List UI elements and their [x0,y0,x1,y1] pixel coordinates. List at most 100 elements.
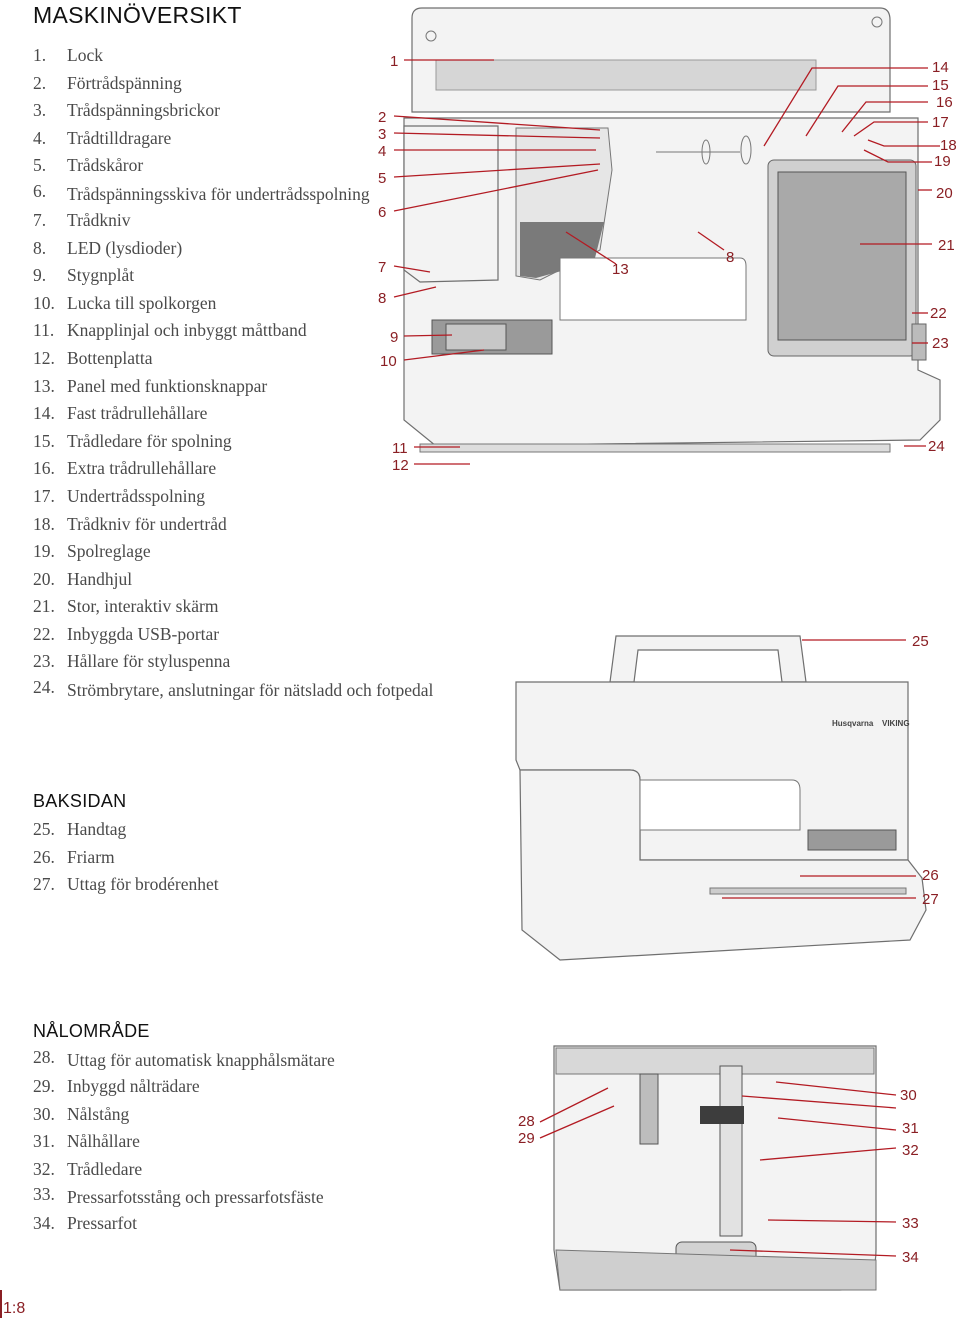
machine-head [403,125,499,283]
list-item: 31.Nålhållare [33,1128,335,1156]
callout-28: 28 [518,1113,535,1130]
list-item-text: Lucka till spolkorgen [67,292,217,313]
callout-3: 3 [378,126,386,143]
needle-list: 28.Uttag för automatisk knapphålsmätare 2… [33,1046,335,1238]
callout-20: 20 [936,185,953,202]
front-view-machine [403,7,941,453]
list-item: 27.Uttag för brodérenhet [33,871,219,899]
list-item-number: 30. [33,1103,55,1124]
list-item-text: Friarm [67,846,115,867]
list-item: 5. Trådskåror [33,152,433,180]
list-item: 13.Panel med funktionsknappar [33,373,433,401]
embroidery-port [709,887,907,895]
list-item-text: Trådspänningsbrickor [67,100,220,121]
list-item-text: Nålhållare [67,1131,140,1152]
needle-bar [719,1065,743,1237]
list-item-text: Lock [67,45,103,65]
list-item: 23. Hållare för styluspenna [33,648,433,676]
callout-4: 4 [378,143,386,160]
callout-33: 33 [902,1215,919,1232]
list-item-text: Fast trådrullehållare [67,403,208,424]
list-item-text: Strömbrytare, anslutningar för nätsladd … [67,680,434,701]
list-item-number: 22. [33,623,55,644]
list-item-number: 8. [33,237,47,258]
list-item-text: Handtag [67,819,127,839]
bobbin-cover [445,323,507,351]
list-item: 6.Trådspänningsskiva för undertrådsspoln… [33,180,433,207]
list-item-number: 2. [33,72,47,93]
list-item-text: Knapplinjal och inbyggt måttband [67,320,307,341]
callout-8-left: 8 [378,290,386,307]
list-item: 28.Uttag för automatisk knapphålsmätare [33,1046,335,1073]
callout-19: 19 [934,153,951,170]
list-item-text: Trådskåror [67,155,144,176]
list-item-number: 17. [33,485,55,506]
list-item-number: 34. [33,1213,55,1234]
brand-right: VIKING [882,719,910,728]
callout-34: 34 [902,1249,919,1266]
list-item-number: 19. [33,541,55,562]
list-item-number: 9. [33,265,47,286]
section-title-needle: NÅLOMRÅDE [33,1021,150,1041]
list-item-text: Trådledare [67,1158,143,1179]
callout-30: 30 [900,1087,917,1104]
list-item-number: 26. [33,846,55,867]
list-item: 20.Handhjul [33,566,433,594]
list-item-number: 23. [33,651,55,672]
page-marker [0,1290,2,1318]
callout-8-right: 8 [726,249,734,266]
list-item-text: Inbyggda USB-portar [67,623,220,644]
callout-31: 31 [902,1120,919,1137]
list-item: 26. Friarm [33,844,219,872]
list-item: 34.Pressarfot [33,1210,335,1238]
list-item-number: 14. [33,403,55,424]
list-item-number: 15. [33,430,55,451]
callout-11: 11 [392,440,408,457]
list-item-number: 27. [33,874,55,895]
list-item-text: Hållare för styluspenna [67,651,231,672]
callout-13: 13 [612,261,629,278]
list-item-number: 16. [33,458,55,479]
callout-12: 12 [392,457,409,474]
spring [639,1073,659,1145]
list-item-number: 18. [33,513,55,534]
list-item-number: 11. [33,320,55,341]
list-item: 21.Stor, interaktiv skärm [33,593,433,621]
back-needle-plate [807,829,897,851]
list-item: 16.Extra trådrullehållare [33,455,433,483]
list-item-text: Handhjul [67,568,133,589]
arm-cavity [559,257,747,321]
list-item-text: Stygnplåt [67,265,135,286]
handle [609,635,807,683]
list-item-number: 5. [33,155,47,176]
list-item-text: Förtrådspänning [67,72,182,93]
list-item: 17.Undertrådsspolning [33,483,433,511]
list-item: 2. Förtrådspänning [33,70,433,98]
callout-10: 10 [380,353,397,370]
ruler [419,443,891,453]
list-item-text: Inbyggd nålträdare [67,1076,200,1096]
lid-screw-right [871,16,883,28]
list-item-number: 29. [33,1076,55,1096]
list-item-number: 33. [33,1184,55,1205]
callout-9: 9 [390,329,398,346]
list-item-text: Spolreglage [67,541,151,562]
back-arm-cavity [639,779,801,831]
usb-ports [911,323,927,361]
list-item: 14. Fast trådrullehållare [33,400,433,428]
list-item-number: 12. [33,347,55,368]
list-item: 22. Inbyggda USB-portar [33,621,433,649]
callout-24: 24 [928,438,945,455]
callout-2: 2 [378,109,386,126]
list-item: 4.Trådtilldragare [33,125,433,153]
spool-cap [701,139,711,165]
lid-panel [435,59,817,91]
callout-22: 22 [930,305,947,322]
list-item: 1.Lock [33,42,433,70]
callout-17: 17 [932,114,949,131]
callout-21: 21 [938,237,955,254]
list-item-text: LED (lysdioder) [67,237,183,258]
